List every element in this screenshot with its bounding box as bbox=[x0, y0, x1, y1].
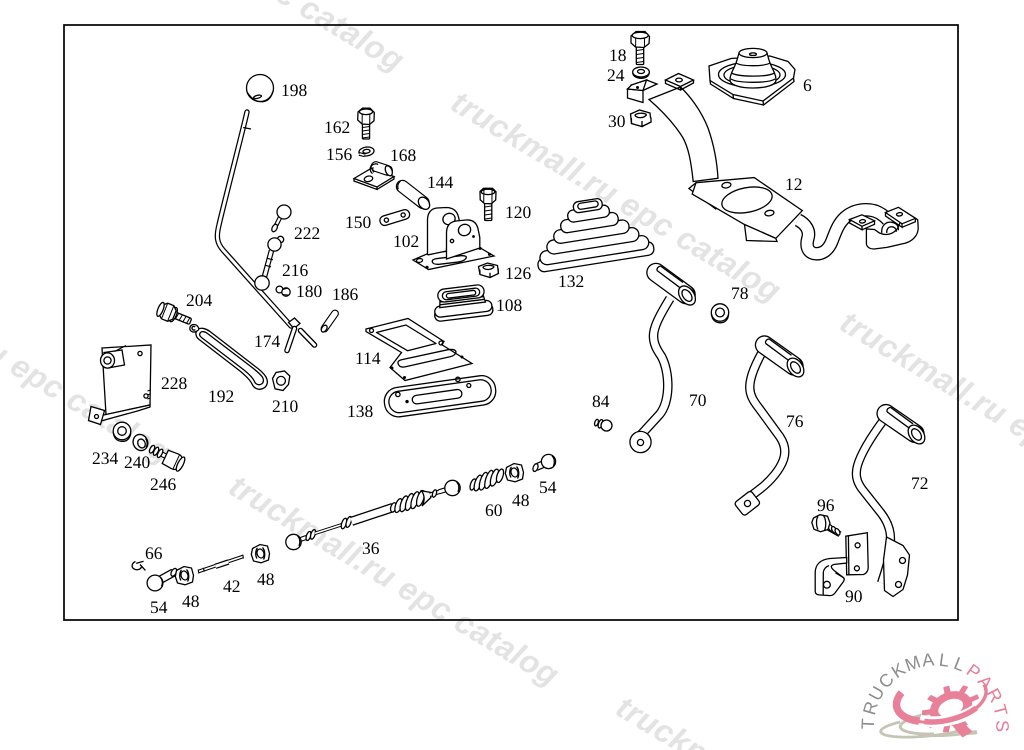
svg-text:66: 66 bbox=[145, 543, 163, 563]
svg-text:102: 102 bbox=[393, 231, 419, 251]
svg-text:108: 108 bbox=[496, 295, 523, 315]
svg-text:228: 228 bbox=[161, 373, 188, 393]
svg-text:174: 174 bbox=[254, 331, 281, 351]
svg-text:138: 138 bbox=[347, 401, 374, 421]
svg-text:12: 12 bbox=[785, 174, 803, 194]
svg-text:240: 240 bbox=[124, 452, 151, 472]
svg-text:162: 162 bbox=[324, 117, 350, 137]
svg-text:48: 48 bbox=[512, 490, 530, 510]
svg-text:90: 90 bbox=[845, 586, 863, 606]
svg-text:78: 78 bbox=[731, 283, 749, 303]
svg-text:186: 186 bbox=[332, 284, 359, 304]
svg-text:84: 84 bbox=[592, 391, 610, 411]
svg-text:144: 144 bbox=[427, 172, 454, 192]
svg-text:T: T bbox=[858, 718, 878, 730]
svg-text:R: R bbox=[859, 699, 882, 717]
svg-text:70: 70 bbox=[689, 390, 707, 410]
svg-text:222: 222 bbox=[294, 223, 320, 243]
svg-text:156: 156 bbox=[326, 144, 353, 164]
svg-text:180: 180 bbox=[296, 281, 323, 301]
svg-text:234: 234 bbox=[92, 448, 119, 468]
svg-text:246: 246 bbox=[150, 474, 177, 494]
svg-text:192: 192 bbox=[208, 386, 234, 406]
svg-text:60: 60 bbox=[485, 500, 503, 520]
svg-text:30: 30 bbox=[608, 111, 626, 131]
svg-text:168: 168 bbox=[390, 145, 417, 165]
svg-text:S: S bbox=[992, 720, 1012, 732]
svg-text:24: 24 bbox=[607, 65, 625, 85]
svg-text:76: 76 bbox=[786, 411, 804, 431]
svg-text:114: 114 bbox=[355, 348, 381, 368]
svg-text:72: 72 bbox=[911, 473, 929, 493]
svg-text:M: M bbox=[902, 652, 923, 676]
svg-text:210: 210 bbox=[272, 396, 299, 416]
svg-text:198: 198 bbox=[281, 80, 308, 100]
svg-text:48: 48 bbox=[182, 591, 200, 611]
svg-text:54: 54 bbox=[150, 597, 168, 617]
svg-text:A: A bbox=[921, 649, 935, 670]
svg-text:150: 150 bbox=[345, 212, 372, 232]
svg-text:18: 18 bbox=[609, 45, 627, 65]
svg-text:36: 36 bbox=[362, 538, 380, 558]
svg-text:216: 216 bbox=[282, 260, 309, 280]
svg-text:120: 120 bbox=[505, 202, 532, 222]
svg-text:48: 48 bbox=[257, 569, 275, 589]
svg-text:204: 204 bbox=[186, 290, 213, 310]
svg-text:42: 42 bbox=[223, 576, 241, 596]
svg-text:6: 6 bbox=[803, 75, 812, 95]
svg-text:54: 54 bbox=[539, 477, 557, 497]
svg-text:96: 96 bbox=[817, 495, 835, 515]
svg-text:126: 126 bbox=[505, 263, 532, 283]
svg-text:T: T bbox=[989, 702, 1011, 718]
svg-text:132: 132 bbox=[558, 271, 584, 291]
svg-text:L: L bbox=[938, 650, 951, 671]
